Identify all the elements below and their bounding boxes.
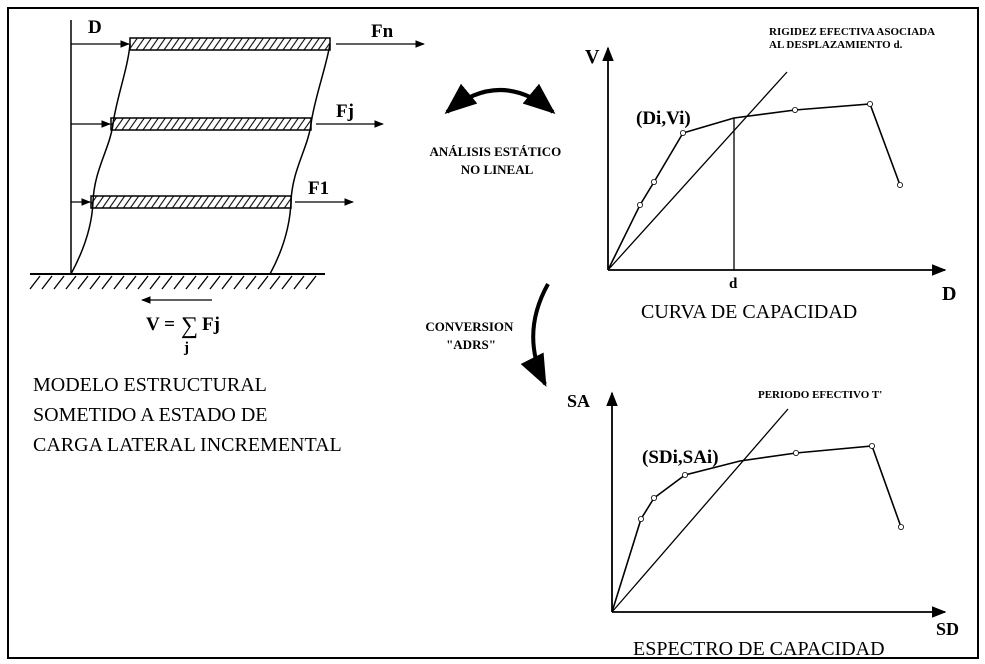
cc-effective-stiffness-line: [607, 71, 788, 271]
pushover-curved-arrow: [444, 83, 556, 115]
conversion-label-line-2: "ADRS": [446, 337, 496, 352]
cc-point: [680, 129, 687, 136]
label-F1: F1: [308, 178, 329, 199]
model-caption-line-3: CARGA LATERAL INCREMENTAL: [33, 434, 342, 456]
ground-hatch: [29, 275, 317, 290]
cs-y-axis-label: SA: [567, 391, 590, 411]
cs-point: [793, 449, 800, 456]
cc-point: [897, 181, 904, 188]
cc-curve: [607, 103, 901, 271]
model-caption-line-1: MODELO ESTRUCTURAL: [33, 374, 267, 396]
cc-point: [637, 201, 644, 208]
cs-point: [869, 442, 876, 449]
cs-period-note: PERIODO EFECTIVO T': [758, 389, 882, 401]
cs-point: [651, 494, 658, 501]
process-arrows: ANÁLISIS ESTÁTICO NO LINEAL CONVERSION "…: [425, 83, 564, 387]
base-shear-rhs: Fj: [202, 314, 220, 335]
label-Fn: Fn: [371, 21, 394, 42]
floor-slab-n: [129, 37, 331, 51]
floor-slab-j: [110, 117, 312, 131]
cs-point: [898, 524, 905, 531]
cc-stiffness-note-line-1: RIGIDEZ EFECTIVA ASOCIADA: [769, 26, 935, 38]
cs-x-axis-label: SD: [936, 619, 959, 639]
right-column: [269, 43, 331, 275]
label-Fj: Fj: [336, 101, 354, 122]
model-caption: MODELO ESTRUCTURAL SOMETIDO A ESTADO DE …: [33, 374, 342, 456]
cc-d-tick-label: d: [729, 276, 738, 292]
cs-title: ESPECTRO DE CAPACIDAD: [633, 638, 885, 660]
cc-point: [867, 101, 874, 108]
label-D: D: [88, 17, 102, 38]
sum-symbol: ∑: [181, 313, 198, 339]
cc-title: CURVA DE CAPACIDAD: [641, 301, 857, 323]
pushover-label-line-1: ANÁLISIS ESTÁTICO: [429, 144, 561, 159]
cs-point-label: (SDi,SAi): [642, 447, 719, 468]
cs-point: [682, 471, 689, 478]
cc-point: [792, 107, 799, 114]
base-shear-lhs: V =: [146, 314, 175, 335]
left-column: [70, 43, 131, 275]
cc-point: [651, 178, 658, 185]
conversion-label: CONVERSION "ADRS": [425, 319, 516, 352]
cs-points: [638, 442, 905, 531]
cc-stiffness-note-line-2: AL DESPLAZAMIENTO d.: [769, 39, 903, 51]
figure-frame: [7, 7, 979, 659]
floor-slab-1: [90, 195, 292, 209]
cc-points: [637, 101, 904, 208]
cc-stiffness-note: RIGIDEZ EFECTIVA ASOCIADA AL DESPLAZAMIE…: [769, 26, 937, 51]
cc-point-label: (Di,Vi): [636, 108, 691, 129]
cs-curve: [611, 445, 902, 613]
sum-index: j: [183, 340, 189, 356]
conversion-label-line-1: CONVERSION: [425, 319, 514, 334]
cc-x-axis-label: D: [942, 283, 956, 305]
cs-effective-period-line: [611, 408, 789, 613]
pushover-label: ANÁLISIS ESTÁTICO NO LINEAL: [429, 144, 564, 177]
conversion-curved-arrow: [520, 283, 550, 387]
pushover-label-line-2: NO LINEAL: [461, 162, 534, 177]
capacity-curve-chart: V D d (Di,Vi) RIGIDEZ EFECTIVA ASOCIADA …: [585, 26, 956, 323]
cc-y-axis-label: V: [585, 46, 600, 68]
structural-model: D Fn Fj F1 V = ∑ j Fj MODELO ESTRUCTURAL…: [29, 17, 425, 456]
capacity-spectrum-chart: SA SD (SDi,SAi) PERIODO EFECTIVO T' ESPE…: [567, 389, 959, 660]
cs-point: [638, 516, 645, 523]
model-caption-line-2: SOMETIDO A ESTADO DE: [33, 404, 268, 426]
